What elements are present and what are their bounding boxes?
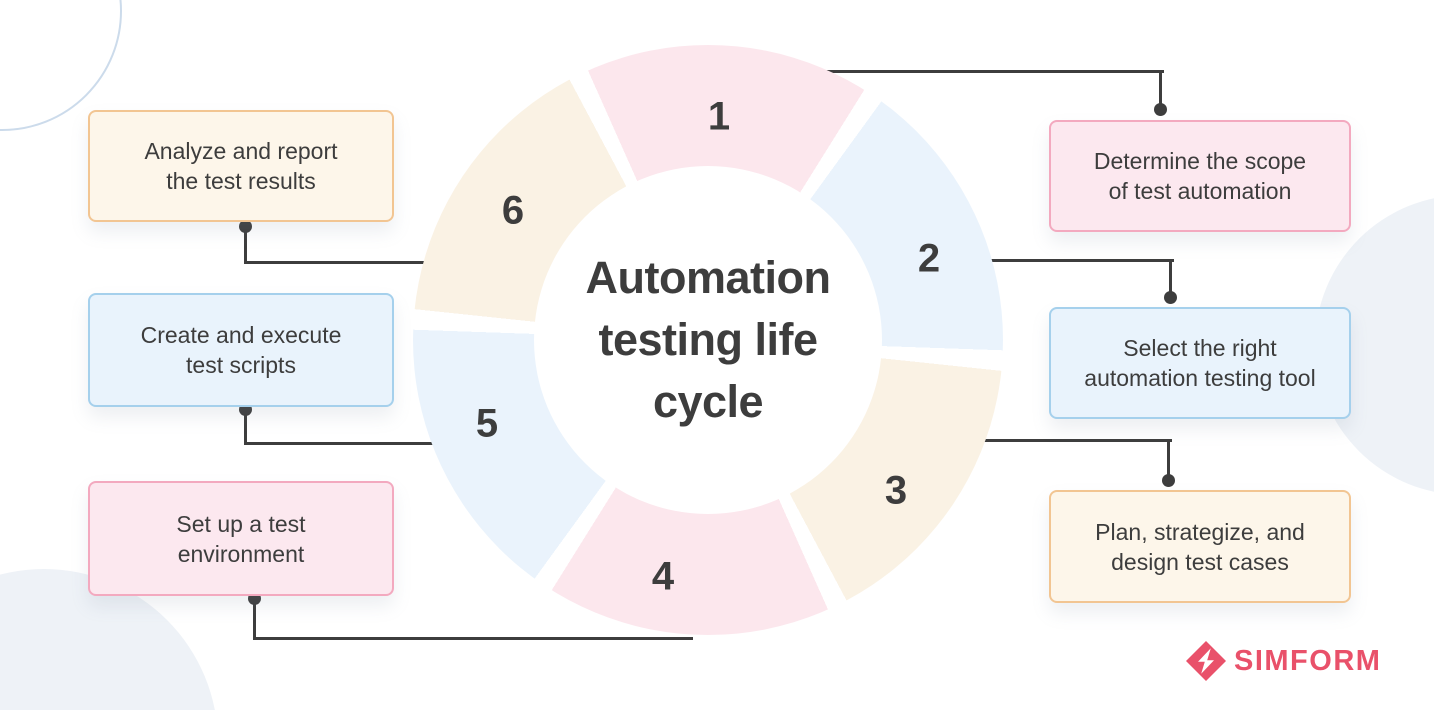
step-box-label: Determine the scope of test automation bbox=[1093, 148, 1307, 204]
connector-step6-dot bbox=[239, 220, 252, 233]
connector-step3-dot bbox=[1162, 474, 1175, 487]
connector-step5-vertical bbox=[244, 407, 247, 445]
diagram-title: Automation testing life cycle bbox=[585, 252, 831, 427]
step-box-analyze-report: Analyze and report the test results bbox=[88, 110, 394, 222]
step-box-plan-design: Plan, strategize, and design test cases bbox=[1049, 490, 1351, 603]
step-box-determine-scope: Determine the scope of test automation bbox=[1049, 120, 1351, 232]
brand-name: SIMFORM bbox=[1234, 644, 1382, 677]
connector-step2-horizontal bbox=[983, 259, 1174, 262]
connector-step1-horizontal bbox=[812, 70, 1164, 73]
step-box-setup-environment: Set up a test environment bbox=[88, 481, 394, 596]
simform-logo-icon bbox=[1186, 641, 1226, 681]
segment-number-1: 1 bbox=[707, 94, 731, 139]
donut-center: Automation testing life cycle bbox=[534, 166, 882, 514]
connector-step3-vertical bbox=[1167, 439, 1170, 482]
step-box-label: Select the right automation testing tool bbox=[1084, 335, 1316, 391]
connector-step1-dot bbox=[1154, 103, 1167, 116]
connector-step6-horizontal bbox=[244, 261, 434, 264]
step-box-label: Create and execute test scripts bbox=[140, 322, 342, 378]
connector-step4-vertical bbox=[253, 596, 256, 640]
step-box-create-execute: Create and execute test scripts bbox=[88, 293, 394, 407]
step-box-select-tool: Select the right automation testing tool bbox=[1049, 307, 1351, 419]
step-box-label: Plan, strategize, and design test cases bbox=[1095, 518, 1305, 575]
connector-step2-dot bbox=[1164, 291, 1177, 304]
connector-step2-vertical bbox=[1169, 259, 1172, 298]
connector-step5-horizontal bbox=[244, 442, 440, 445]
connector-step3-horizontal bbox=[976, 439, 1172, 442]
step-box-label: Analyze and report the test results bbox=[144, 138, 338, 194]
step-box-label: Set up a test environment bbox=[176, 510, 306, 567]
brand-logo: SIMFORM bbox=[1186, 638, 1381, 684]
segment-number-4: 4 bbox=[651, 554, 675, 599]
segment-number-5: 5 bbox=[475, 401, 499, 446]
connector-step4-horizontal bbox=[253, 637, 693, 640]
segment-number-3: 3 bbox=[884, 468, 908, 513]
connector-step6-vertical bbox=[244, 224, 247, 264]
segment-number-6: 6 bbox=[501, 188, 525, 233]
segment-number-2: 2 bbox=[917, 236, 941, 281]
connector-step1-vertical bbox=[1159, 70, 1162, 110]
